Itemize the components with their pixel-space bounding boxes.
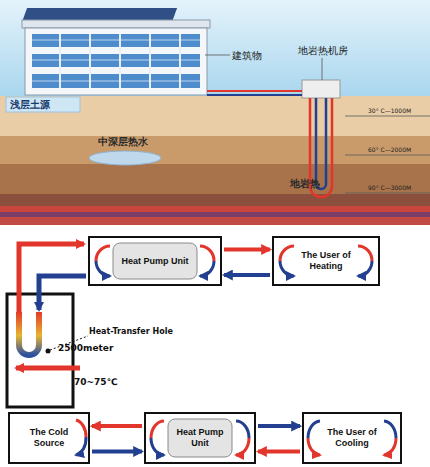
process-box: The User of Heating — [272, 236, 380, 286]
flow-arrow — [224, 273, 270, 277]
annotation-label: 中深层热水 — [98, 135, 148, 149]
annotation-label: 地岩热机房 — [298, 44, 348, 58]
flow-arrow — [258, 450, 300, 454]
box-label: The User of Heating — [297, 250, 355, 272]
box-label: Heat Pump Unit — [168, 427, 232, 449]
annotation-label: 建筑物 — [232, 49, 262, 63]
annotation-label: 90° C—3000M — [368, 184, 411, 191]
box-label: The User of Cooling — [322, 427, 382, 449]
process-box: The Cold Source — [8, 412, 90, 464]
annotation-label: 30° C—1000M — [368, 107, 411, 114]
annotation-label: Heat-Transfer Hole — [89, 327, 173, 336]
process-box: The User of Cooling — [302, 412, 402, 464]
flow-arrow — [92, 450, 142, 454]
annotation-label: 浅层土源 — [10, 98, 50, 112]
process-box: Heat Pump Unit — [144, 412, 256, 464]
flow-arrow — [224, 248, 270, 252]
annotation-label: 地岩热 — [290, 177, 320, 191]
annotation-label: 70~75℃ — [74, 377, 118, 387]
process-box: Heat Pump Unit — [88, 236, 222, 286]
flow-arrow — [92, 424, 142, 428]
annotation-label: 60° C—2000M — [368, 146, 411, 153]
box-label: Heat Pump Unit — [113, 256, 197, 267]
box-label: The Cold Source — [22, 427, 76, 449]
annotation-label: 2500meter — [58, 343, 113, 353]
flow-arrow — [258, 424, 300, 428]
